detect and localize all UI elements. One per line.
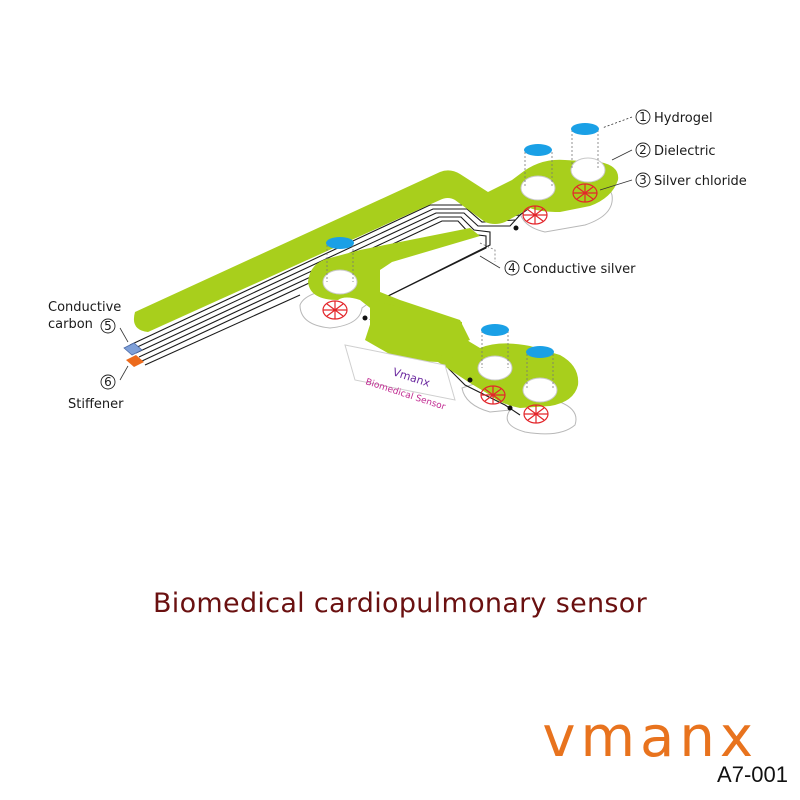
electrode-holes [322,157,606,403]
callout-label-silver-chloride: Silver chloride [654,174,747,189]
callout-number-1: 1 [639,110,647,124]
hydrogel-layer [326,123,599,358]
hydrogel-disc [526,346,554,358]
hydrogel-disc [571,123,599,135]
callouts [119,116,633,381]
callout-label-conductive-silver: Conductive silver [523,262,636,277]
callout-number-3: 3 [639,173,647,187]
callout-number-5: 5 [104,319,112,333]
callout-numbers: 1 2 3 4 5 6 [100,109,651,390]
hydrogel-disc [326,237,354,249]
callout-label-conductive-carbon-2: carbon [48,317,93,332]
connection-dots [362,225,519,411]
stiffener-chip [126,355,144,367]
page-title: Biomedical cardiopulmonary sensor [152,588,647,619]
callout-label-stiffener: Stiffener [68,397,124,412]
callout-number-4: 4 [508,261,516,275]
projection-lines [326,130,599,390]
hydrogel-disc [524,144,552,156]
callout-label-conductive-carbon-1: Conductive [48,300,121,315]
dielectric-layer [133,159,619,408]
callout-label-hydrogel: Hydrogel [654,111,713,126]
callout-number-6: 6 [104,375,112,389]
model-number: A7-001 [717,762,788,787]
brand-logo: vmanx [542,705,758,770]
silver-chloride-layer [322,183,598,424]
carbon-chip [123,342,143,356]
callout-number-2: 2 [639,143,647,157]
callout-label-dielectric: Dielectric [654,144,716,159]
hydrogel-disc [481,324,509,336]
